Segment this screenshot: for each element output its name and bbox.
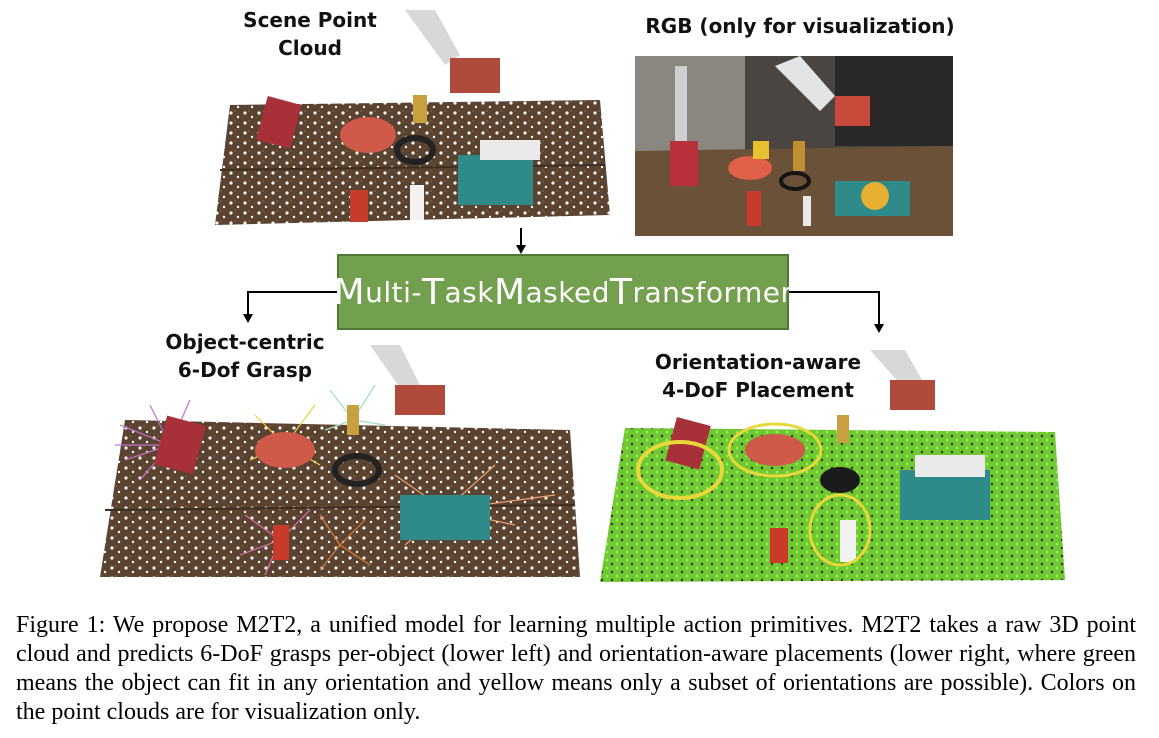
title-part: M	[493, 271, 526, 313]
label-line: Orientation-aware	[654, 350, 862, 374]
down-arrow-icon	[516, 228, 526, 254]
label-line: 6-Dof Grasp	[177, 358, 313, 382]
scene-point-cloud-image	[200, 10, 620, 235]
placement-point-cloud-image	[595, 350, 1070, 585]
title-part: ulti-	[365, 275, 422, 309]
title-part: T	[421, 271, 445, 313]
right-arrow-icon	[789, 291, 884, 333]
rgb-label: RGB (only for visualization)	[645, 14, 955, 38]
title-part: ransformer	[632, 275, 793, 309]
grasp-label: Object-centric 6-Dof Grasp	[160, 328, 330, 384]
left-arrow-icon	[243, 291, 337, 323]
placement-label: Orientation-aware 4-DoF Placement	[648, 348, 868, 404]
title-part: T	[609, 271, 633, 313]
label-line: Cloud	[278, 36, 342, 60]
title-part: M	[333, 271, 366, 313]
scene-point-cloud-label: Scene Point Cloud	[220, 6, 400, 62]
figure-caption: Figure 1: We propose M2T2, a unified mod…	[16, 612, 1136, 725]
label-line: 4-DoF Placement	[662, 378, 854, 402]
rgb-image	[635, 56, 953, 236]
grasp-point-cloud-image	[95, 345, 585, 583]
title-part: asked	[525, 275, 610, 309]
title-part: ask	[444, 275, 494, 309]
label-line: Object-centric	[165, 330, 325, 354]
label-line: Scene Point	[243, 8, 377, 32]
